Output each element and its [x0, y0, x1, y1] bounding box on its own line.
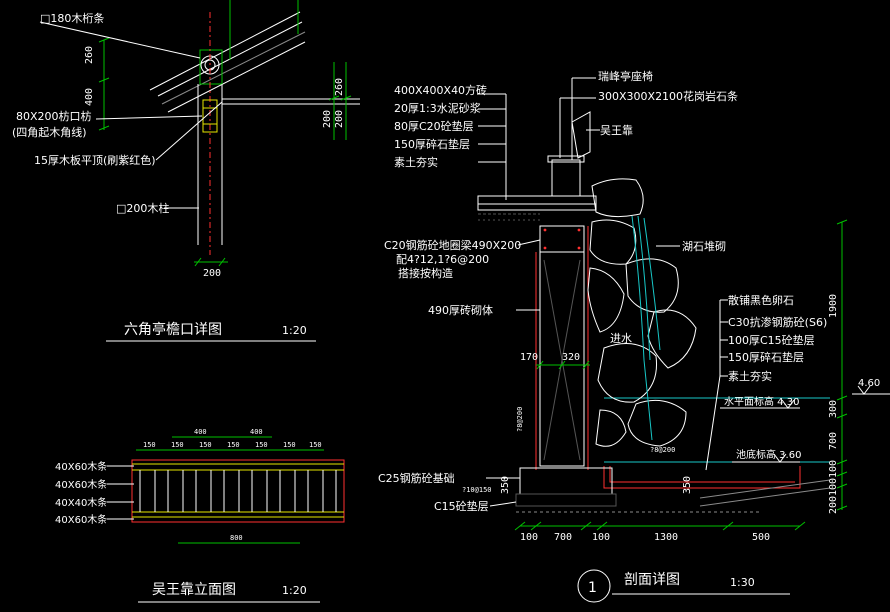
- section-inlet-label: 进水: [610, 332, 632, 345]
- label-purlin: □180木桁条: [40, 11, 104, 25]
- section-dim-320: 320: [562, 352, 580, 363]
- section-dim-300: 300: [828, 400, 839, 418]
- label-lintel: 80X200枋口枋: [16, 109, 92, 123]
- bench-title: 吴王靠立面图: [152, 582, 236, 598]
- bench-label-3: 40X40木条: [55, 496, 107, 509]
- dim-200-b: 200: [334, 110, 345, 128]
- bench-dim-400-b: 400: [250, 428, 263, 436]
- bench-slats: [139, 470, 337, 512]
- eave-detail-scale: 1:20: [282, 324, 307, 337]
- section-left-label-4: 150厚碎石垫层: [394, 137, 470, 151]
- bench-dim-150-1: 150: [143, 441, 156, 449]
- rockery: [587, 178, 697, 447]
- section-foundation-label: C25钢筋砼基础: [378, 471, 455, 485]
- section-dim-170: 170: [520, 352, 538, 363]
- section-title: 剖面详图: [624, 572, 680, 588]
- section-dim-100-a: 100: [828, 460, 839, 478]
- bench-elevation: 400 400 150 150 150 150 150 150 150: [55, 428, 345, 603]
- section-number: 1: [588, 580, 597, 596]
- section-bottom-dim-4: 1300: [654, 532, 678, 543]
- section-left-label-2: 20厚1:3水泥砂浆: [394, 101, 481, 115]
- section-beam-label: C20钢筋砼地圈梁490X200: [384, 238, 521, 252]
- eave-detail: 260 400 200 260 200 200 □180木桁条 80X200枋口…: [12, 0, 360, 342]
- section-right-label-4: 150厚碎石垫层: [728, 350, 804, 364]
- section-dim-350-a: 350: [500, 476, 511, 494]
- section-right-label-1: 散铺黑色卵石: [728, 293, 794, 307]
- eave-detail-title: 六角亭檐口详图: [124, 321, 222, 338]
- section-dim-700: 700: [828, 432, 839, 450]
- bench-dim-150-2: 150: [171, 441, 184, 449]
- dim-200-a: 200: [322, 110, 333, 128]
- section-left-label-1: 400X400X40方砖: [394, 83, 487, 97]
- dim-400: 400: [84, 88, 95, 106]
- section-dim-1900: 1900: [828, 294, 839, 318]
- section-dim-350-b: 350: [682, 476, 693, 494]
- bench-dim-150-6: 150: [283, 441, 296, 449]
- section-bottom-dim-2: 700: [554, 532, 572, 543]
- bench-scale: 1:20: [282, 584, 307, 597]
- dim-260: 260: [84, 46, 95, 64]
- section-label-wuwang: 吴王靠: [600, 123, 633, 137]
- section-beam-rebar: 配4?12,1?6@200: [396, 253, 489, 266]
- section-right-label-2: C30抗渗钢筋砼(S6): [728, 315, 827, 329]
- label-ceiling: 15厚木板平顶(刷紫红色): [34, 153, 156, 167]
- label-column: □200木柱: [116, 201, 169, 215]
- section-left-label-3: 80厚C20砼垫层: [394, 119, 474, 133]
- section-left-label-5: 素土夯实: [394, 155, 438, 169]
- bench-dim-800: 800: [230, 534, 243, 542]
- section-bottom-dim-5: 500: [752, 532, 770, 543]
- section-right-label-5: 素土夯实: [728, 369, 772, 383]
- rebar-dots: [543, 228, 581, 250]
- dim-260-b: 260: [334, 78, 345, 96]
- bench-label-1: 40X60木条: [55, 460, 107, 473]
- bench-dim-150-5: 150: [255, 441, 268, 449]
- section-right-label-3: 100厚C15砼垫层: [728, 333, 815, 347]
- section-rebar-pool: ?8@200: [650, 446, 675, 454]
- section-pool-bottom: 池底标高 3.60: [736, 448, 801, 461]
- section-detail: 400X400X40方砖 20厚1:3水泥砂浆 80厚C20砼垫层 150厚碎石…: [378, 69, 890, 603]
- section-bottom-dim-1: 100: [520, 532, 538, 543]
- section-c15-label: C15砼垫层: [434, 499, 489, 513]
- section-beam-note: 搭接按构造: [398, 266, 453, 280]
- waterfall: [631, 215, 661, 441]
- bench-label-2: 40X60木条: [55, 478, 107, 491]
- dim-200-bottom: 200: [203, 268, 221, 279]
- section-rebar-wall: ?8@200: [516, 407, 524, 432]
- bench-dim-150-4: 150: [227, 441, 240, 449]
- bench-dim-150-7: 150: [309, 441, 322, 449]
- section-top-label-2: 300X300X2100花岗岩石条: [598, 89, 738, 103]
- section-scale: 1:30: [730, 576, 755, 589]
- section-elev-top: 4.60: [858, 378, 880, 389]
- section-top-label-1: 瑞峰亭座椅: [598, 69, 653, 83]
- section-foundation-rebar: ?10@150: [462, 486, 492, 494]
- section-water-level: 水平面标高 4.30: [724, 395, 799, 408]
- section-dim-200: 200: [828, 496, 839, 514]
- bench-dim-150-3: 150: [199, 441, 212, 449]
- section-bottom-dim-3: 100: [592, 532, 610, 543]
- section-wall-label: 490厚砖砌体: [428, 303, 493, 317]
- section-dim-100-b: 100: [828, 478, 839, 496]
- label-lintel-note: (四角起木角线): [12, 125, 87, 139]
- bench-dim-400-a: 400: [194, 428, 207, 436]
- bench-label-4: 40X60木条: [55, 513, 107, 526]
- section-rock-label: 湖石堆砌: [682, 240, 726, 253]
